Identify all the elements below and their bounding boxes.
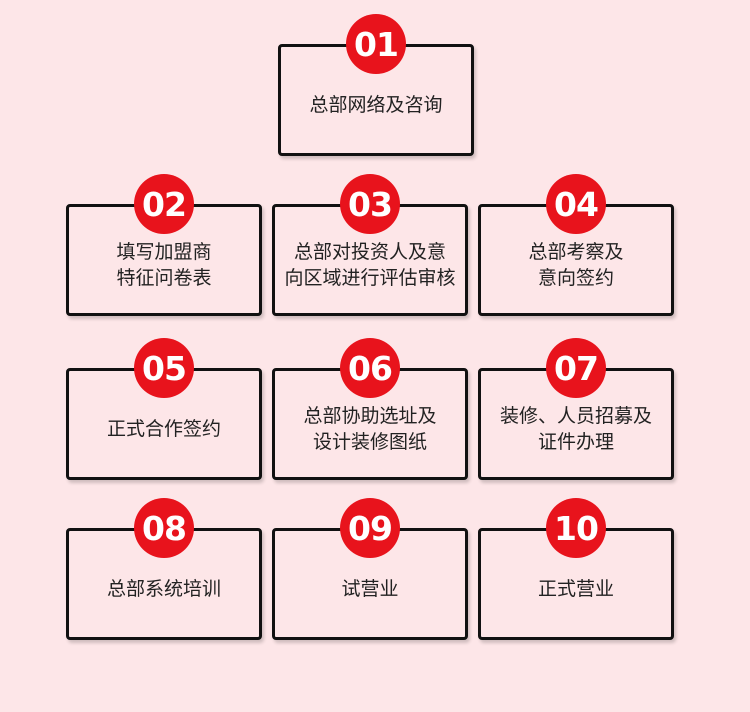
step-card-03: 总部对投资人及意 向区域进行评估审核 03 — [272, 174, 468, 316]
step-text: 总部考察及 意向签约 — [528, 241, 624, 289]
step-text: 正式合作签约 — [106, 418, 221, 440]
step-card-02: 填写加盟商 特征问卷表 02 — [66, 174, 262, 316]
step-number-badge: 06 — [340, 338, 400, 398]
step-card-09: 试营业 09 — [272, 498, 468, 640]
step-box — [66, 204, 262, 316]
step-card-08: 总部系统培训 08 — [66, 498, 262, 640]
step-text: 正式营业 — [537, 578, 614, 600]
step-number-badge: 04 — [546, 174, 606, 234]
step-card-01: 总部网络及咨询 01 — [278, 14, 474, 156]
step-text: 试营业 — [341, 578, 399, 600]
step-card-06: 总部协助选址及 设计装修图纸 06 — [272, 338, 468, 480]
step-text: 装修、人员招募及 证件办理 — [499, 405, 652, 453]
step-text: 总部协助选址及 设计装修图纸 — [303, 405, 437, 453]
step-number-badge: 02 — [134, 174, 194, 234]
step-number-badge: 07 — [546, 338, 606, 398]
step-text: 填写加盟商 特征问卷表 — [116, 241, 212, 289]
step-text: 总部对投资人及意 向区域进行评估审核 — [284, 241, 456, 289]
step-card-04: 总部考察及 意向签约 04 — [478, 174, 674, 316]
step-number-badge: 05 — [134, 338, 194, 398]
step-text: 总部网络及咨询 — [309, 94, 443, 116]
step-number-badge: 10 — [546, 498, 606, 558]
step-number-badge: 08 — [134, 498, 194, 558]
step-number-badge: 03 — [340, 174, 400, 234]
step-number-badge: 09 — [340, 498, 400, 558]
step-number-badge: 01 — [346, 14, 406, 74]
step-card-07: 装修、人员招募及 证件办理 07 — [478, 338, 674, 480]
step-card-10: 正式营业 10 — [478, 498, 674, 640]
step-text: 总部系统培训 — [106, 578, 221, 600]
step-card-05: 正式合作签约 05 — [66, 338, 262, 480]
